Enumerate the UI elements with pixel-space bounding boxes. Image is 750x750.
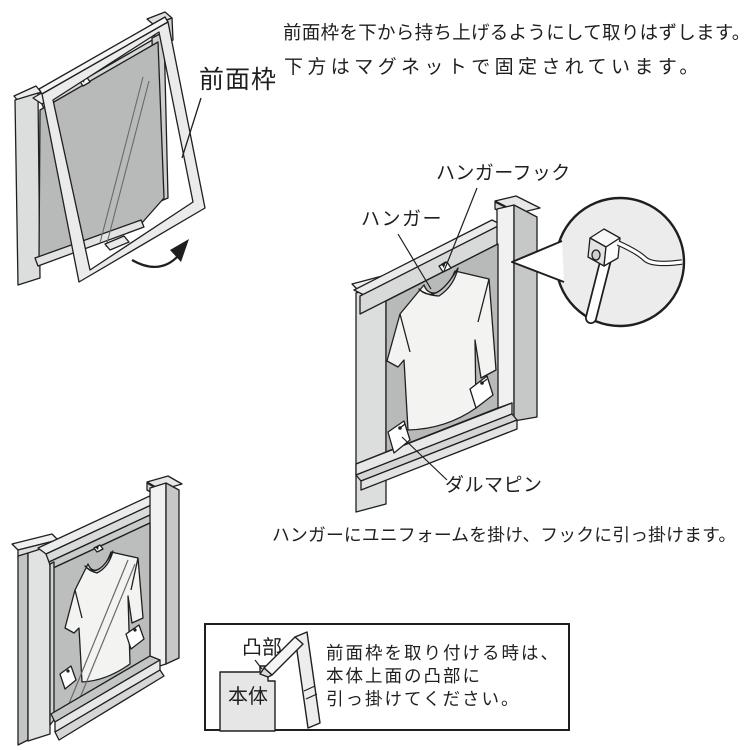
hanger-hook-leader-line (444, 188, 477, 271)
hanger-label: ハンガー (361, 209, 444, 230)
glass-reflection-lines (100, 77, 149, 247)
glass-reflection-lines (68, 560, 135, 710)
step2-caption: ハンガーにユニフォームを掛け、フックに引っ掛けます。 (272, 525, 737, 545)
note-line1: 前面枠を取り付ける時は、 (326, 643, 560, 663)
hanger-leader-line (398, 234, 431, 289)
magnet-tab (105, 236, 129, 250)
hook-detail (588, 229, 682, 318)
front-frame-leader-line (182, 98, 201, 158)
front-frame-open (39, 17, 205, 282)
finished-case-illustration (8, 468, 223, 750)
magnifier-callout (512, 198, 684, 326)
front-frame-label: 前面枠 (199, 66, 278, 94)
note-line3: 引っ掛けてください。 (326, 689, 521, 709)
hanger-arc (85, 551, 113, 573)
daruma-pin-left (60, 666, 76, 689)
daruma-pin-right (126, 625, 144, 649)
daruma-pin-label: ダルマピン (445, 475, 543, 496)
step1-caption-line2: 下方はマグネットで固定されています。 (284, 57, 703, 78)
hanger-hook-label: ハンガーフック (436, 163, 571, 184)
lift-arrow (132, 239, 189, 267)
case-base (51, 656, 164, 740)
front-frame-strip (260, 632, 320, 728)
front-frame-removal-illustration (5, 8, 285, 298)
hanger-arc (419, 268, 458, 296)
protrusion-hook-diagram (212, 631, 332, 731)
attachment-note-box: 凸部 本体 前面枠を取り付ける時は、 本体上面の凸部に 引っ掛けてください。 (204, 623, 570, 731)
protrusion-label: 凸部 (242, 637, 282, 659)
hanger-hook-illustration (330, 152, 750, 522)
daruma-pin-right (470, 376, 493, 408)
protrusion-leader-line (255, 660, 262, 669)
cabinet-body (14, 12, 173, 285)
leader-lines (398, 188, 477, 480)
note-line2: 本体上面の凸部に (326, 666, 482, 686)
daruma-pin-leader-line (402, 437, 447, 480)
step1-caption-line1: 前面枠を下から持ち上げるようにして取りはずします。 (283, 22, 750, 43)
main-body-label: 本体 (228, 686, 268, 708)
daruma-pin-left (388, 421, 410, 453)
